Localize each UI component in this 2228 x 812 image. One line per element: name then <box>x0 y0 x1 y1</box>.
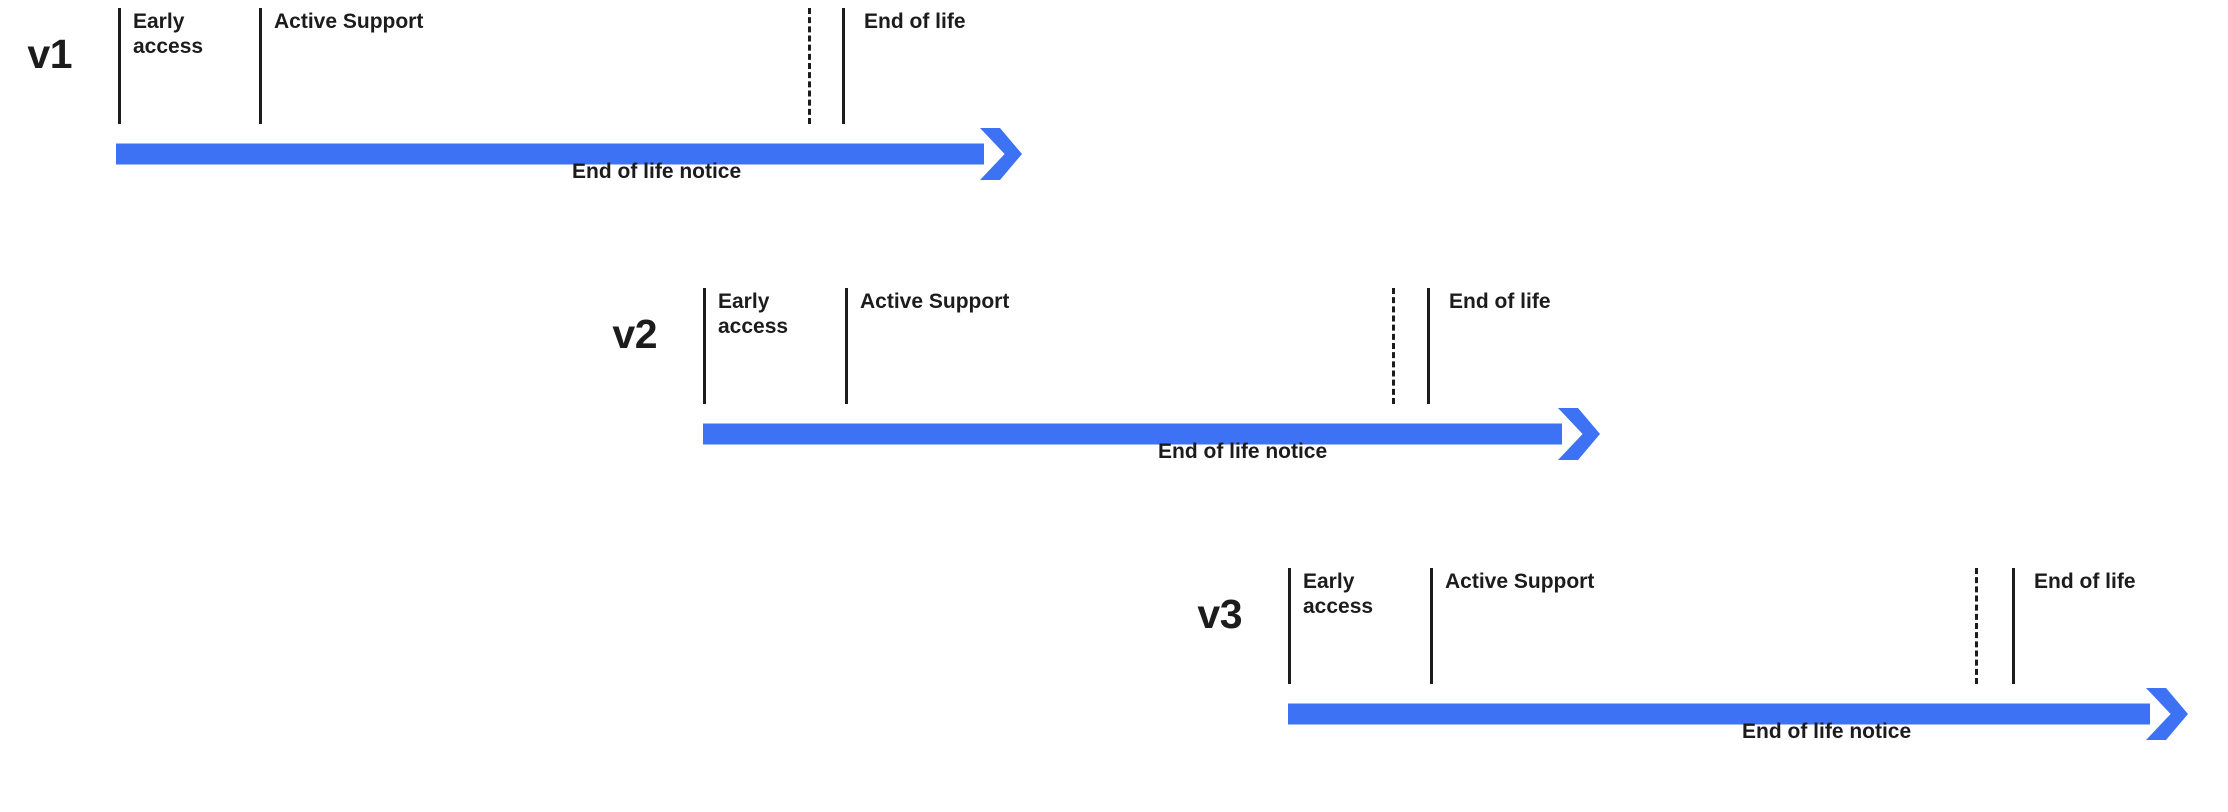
timeline-arrow-v2 <box>703 404 1606 464</box>
phase-divider-v2-3 <box>1427 288 1430 404</box>
phase-divider-v3-3 <box>2012 568 2015 684</box>
end-of-life-notice-label-v3: End of life notice <box>1742 720 1912 743</box>
phase-divider-v1-0 <box>118 8 121 124</box>
phase-divider-v1-3 <box>842 8 845 124</box>
phase-label-v1-3: End of life <box>864 10 966 33</box>
end-of-life-notice-label-v1: End of life notice <box>572 160 742 183</box>
phase-divider-v1-2 <box>808 8 811 124</box>
version-label-v1: v1 <box>27 31 72 77</box>
version-label-v2: v2 <box>612 311 657 357</box>
version-label-v3: v3 <box>1197 591 1242 637</box>
phase-label-v2-0: Early access <box>718 290 789 338</box>
phase-divider-v2-0 <box>703 288 706 404</box>
phase-divider-v2-1 <box>845 288 848 404</box>
timeline-arrow-v1 <box>116 124 1028 184</box>
phase-label-v1-0: Early access <box>133 10 204 58</box>
phase-divider-v3-0 <box>1288 568 1291 684</box>
phase-divider-v3-2 <box>1975 568 1978 684</box>
phase-label-v2-3: End of life <box>1449 290 1551 313</box>
phase-label-v3-1: Active Support <box>1445 570 1595 593</box>
phase-divider-v1-1 <box>259 8 262 124</box>
phase-divider-v3-1 <box>1430 568 1433 684</box>
phase-divider-v2-2 <box>1392 288 1395 404</box>
phase-label-v2-1: Active Support <box>860 290 1010 313</box>
phase-label-v3-0: Early access <box>1303 570 1374 618</box>
phase-label-v3-3: End of life <box>2034 570 2136 593</box>
timeline-arrow-v3 <box>1288 684 2194 744</box>
end-of-life-notice-label-v2: End of life notice <box>1158 440 1328 463</box>
phase-label-v1-1: Active Support <box>274 10 424 33</box>
